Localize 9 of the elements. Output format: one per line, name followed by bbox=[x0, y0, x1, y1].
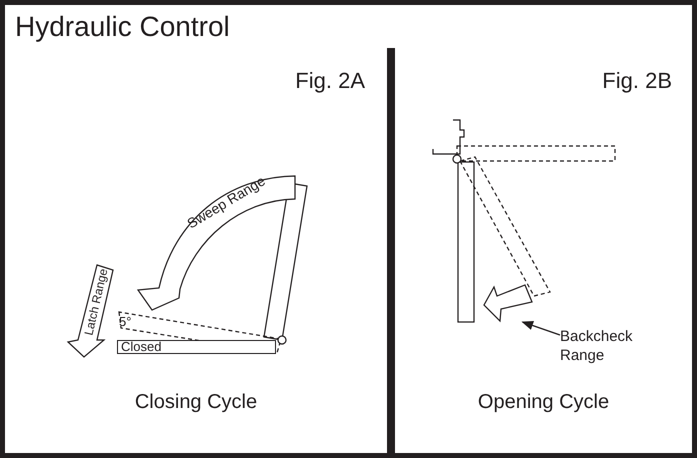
range-label: Latch Range bbox=[82, 268, 110, 336]
figure-panel bbox=[387, 48, 692, 453]
figure-label: Fig. 2A bbox=[295, 68, 365, 94]
callout-text: Backcheck Range bbox=[560, 327, 660, 367]
closed-door: Closed bbox=[117, 340, 276, 354]
cycle-label: Opening Cycle bbox=[476, 391, 610, 414]
figure-label: Fig. 2B bbox=[602, 68, 672, 94]
leader-line bbox=[521, 321, 560, 336]
cycle-label: Closing Cycle bbox=[134, 391, 258, 414]
